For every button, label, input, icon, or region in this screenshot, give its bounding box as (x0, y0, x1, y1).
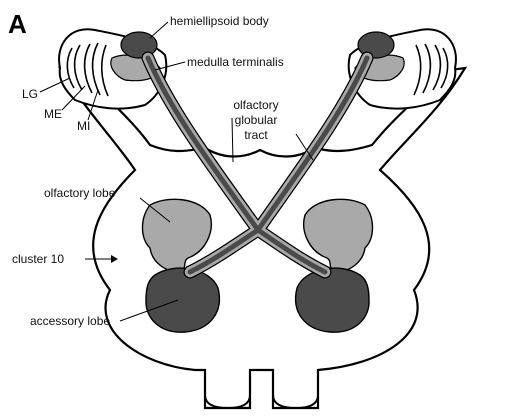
leader-hemiellipsoid (150, 22, 168, 38)
label-medulla-terminalis: medulla terminalis (187, 55, 284, 69)
label-ogt-line3: tract (244, 128, 268, 142)
label-olfactory-lobe: olfactory lobe (44, 186, 116, 200)
panel-letter: A (8, 9, 27, 39)
label-mi: MI (77, 119, 90, 133)
label-lg: LG (22, 87, 38, 101)
label-cluster-10: cluster 10 (12, 252, 64, 266)
left-accessory-lobe (146, 268, 219, 332)
label-ogt-line1: olfactory (233, 98, 278, 112)
label-me: ME (44, 107, 62, 121)
label-accessory-lobe: accessory lobe (30, 314, 110, 328)
label-hemiellipsoid-body: hemiellipsoid body (170, 14, 269, 28)
label-ogt-line2: globular (235, 113, 278, 127)
right-accessory-lobe (296, 268, 369, 332)
